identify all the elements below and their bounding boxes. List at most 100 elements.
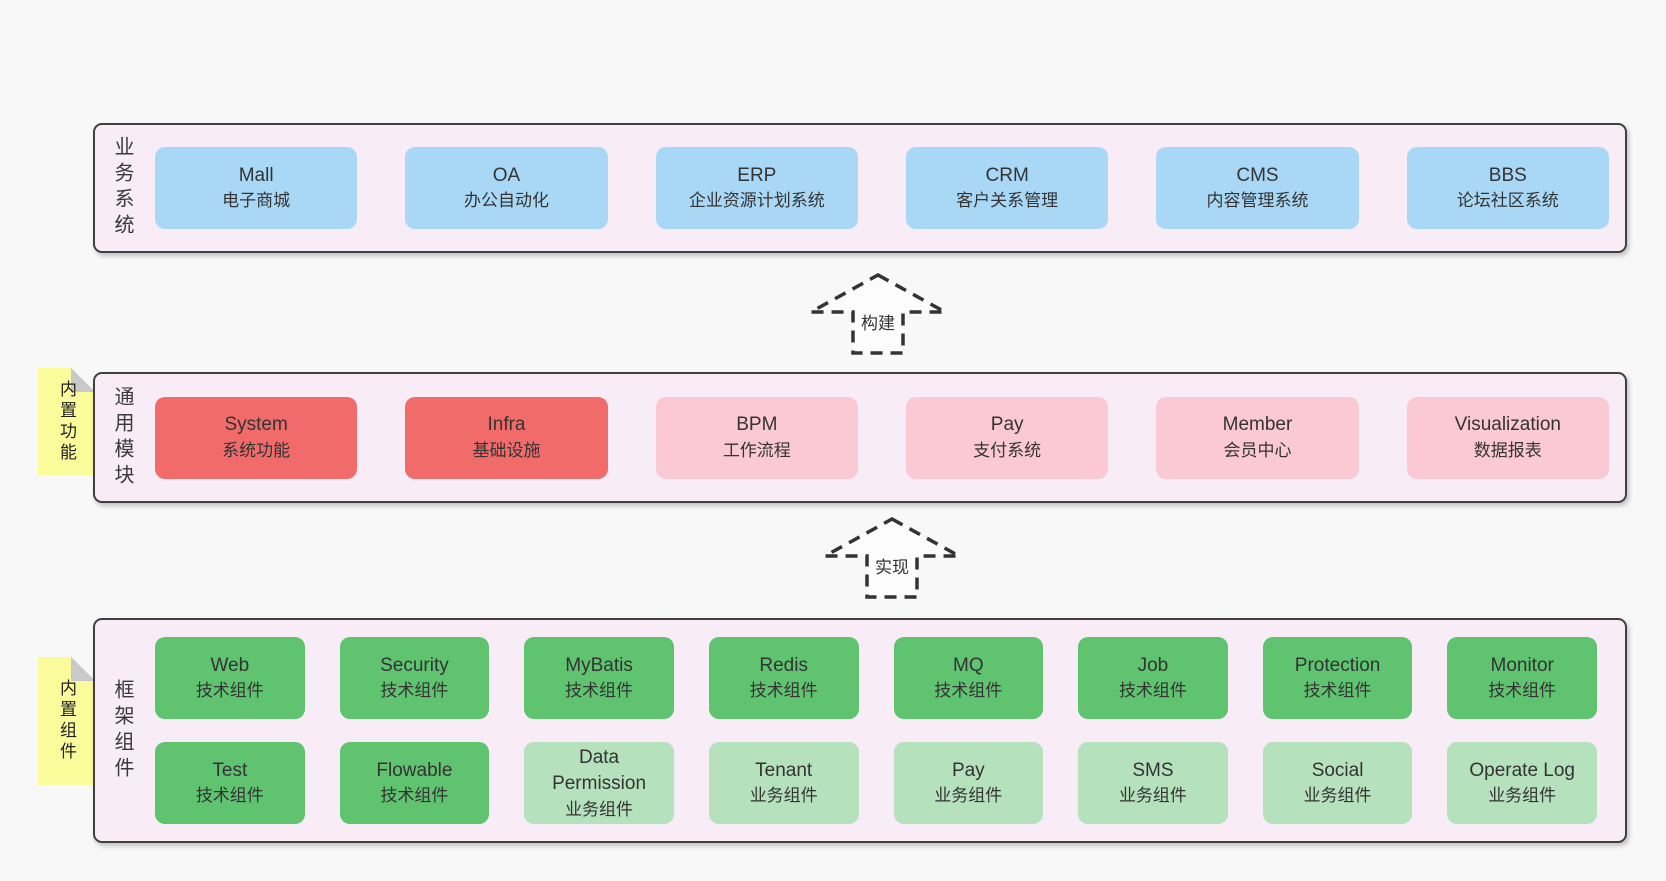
box-data-permission: Data Permission 业务组件	[524, 742, 674, 824]
box-title: Pay	[990, 414, 1024, 436]
box-web: Web 技术组件	[155, 637, 305, 719]
layer-panel-business-systems: 业务系统 Mall 电子商城 OA 办公自动化 ERP 企业资源计划系统 CRM…	[93, 123, 1627, 253]
box-test: Test 技术组件	[155, 742, 305, 824]
box-pay-component: Pay 业务组件	[893, 742, 1044, 824]
box-subtitle: 业务组件	[1303, 786, 1372, 806]
box-title: Monitor	[1490, 654, 1554, 676]
box-mall: Mall 电子商城	[155, 147, 358, 229]
box-subtitle: 企业资源计划系统	[688, 191, 825, 211]
box-title: Operate Log	[1469, 759, 1575, 781]
box-subtitle: 系统功能	[222, 440, 291, 460]
layer-label: 通用模块	[111, 385, 133, 490]
box-pay-system: Pay 支付系统	[905, 396, 1109, 479]
box-subtitle: 技术组件	[749, 681, 818, 701]
box-title: Infra	[487, 414, 526, 436]
box-security: Security 技术组件	[339, 637, 490, 719]
box-title: Redis	[759, 654, 808, 676]
box-subtitle: 业务组件	[1118, 786, 1187, 806]
box-title: Visualization	[1454, 414, 1561, 436]
box-subtitle: 客户关系管理	[956, 191, 1059, 211]
box-cms: CMS 内容管理系统	[1156, 147, 1359, 229]
box-subtitle: 业务组件	[749, 786, 818, 806]
box-title: Protection	[1294, 654, 1381, 676]
box-subtitle: 工作流程	[722, 440, 791, 460]
box-subtitle: 技术组件	[195, 786, 264, 806]
box-bbs: BBS 论坛社区系统	[1406, 147, 1609, 229]
box-erp: ERP 企业资源计划系统	[655, 147, 858, 229]
arrow-build: 构建	[808, 272, 948, 356]
box-subtitle: 技术组件	[934, 681, 1003, 701]
box-title: Member	[1222, 414, 1293, 436]
box-subtitle: 数据报表	[1473, 440, 1542, 460]
box-subtitle: 技术组件	[1118, 681, 1187, 701]
box-title: Flowable	[376, 759, 453, 781]
layer-label: 业务系统	[111, 136, 133, 240]
arrow-label: 构建	[858, 308, 898, 335]
box-title: Data Permission	[552, 746, 647, 795]
box-subtitle: 基础设施	[472, 440, 541, 460]
box-system: System 系统功能	[155, 396, 358, 479]
box-row: Web 技术组件 Security 技术组件 MyBatis 技术组件 Redi…	[155, 637, 1597, 719]
box-subtitle: 技术组件	[380, 786, 449, 806]
box-subtitle: 技术组件	[380, 681, 449, 701]
box-oa: OA 办公自动化	[405, 147, 608, 229]
arrow-label: 实现	[872, 552, 912, 579]
box-title: MyBatis	[565, 654, 633, 676]
box-row: System 系统功能 Infra 基础设施 BPM 工作流程 Pay 支付系统…	[155, 396, 1609, 479]
box-title: Test	[212, 759, 248, 781]
box-subtitle: 技术组件	[195, 681, 264, 701]
box-title: Mall	[238, 164, 274, 186]
box-mq: MQ 技术组件	[893, 637, 1044, 719]
box-subtitle: 论坛社区系统	[1456, 191, 1559, 211]
sticky-label: 内置功能	[57, 379, 76, 464]
box-title: System	[224, 414, 288, 436]
box-social: Social 业务组件	[1262, 742, 1413, 824]
box-subtitle: 电子商城	[222, 191, 291, 211]
box-redis: Redis 技术组件	[708, 637, 859, 719]
box-subtitle: 技术组件	[1303, 681, 1372, 701]
box-title: BPM	[736, 414, 778, 436]
box-tenant: Tenant 业务组件	[708, 742, 859, 824]
box-sms: SMS 业务组件	[1078, 742, 1228, 824]
layer-label: 框架组件	[111, 678, 133, 783]
box-operate-log: Operate Log 业务组件	[1447, 742, 1597, 824]
box-bpm: BPM 工作流程	[655, 396, 858, 479]
layer-panel-framework-components: 框架组件 Web 技术组件 Security 技术组件 MyBatis 技术组件…	[93, 618, 1627, 843]
box-job: Job 技术组件	[1078, 637, 1228, 719]
box-mybatis: MyBatis 技术组件	[524, 637, 674, 719]
box-subtitle: 内容管理系统	[1206, 191, 1309, 211]
box-title: Web	[210, 654, 250, 676]
box-subtitle: 业务组件	[565, 799, 634, 819]
box-title: OA	[492, 164, 521, 186]
box-title: ERP	[737, 164, 777, 186]
box-crm: CRM 客户关系管理	[905, 147, 1109, 229]
box-title: Tenant	[755, 759, 813, 781]
box-title: CRM	[985, 164, 1029, 186]
box-row: Test 技术组件 Flowable 技术组件 Data Permission …	[155, 742, 1597, 824]
box-title: SMS	[1132, 759, 1174, 781]
box-member: Member 会员中心	[1156, 396, 1359, 479]
box-title: Pay	[951, 759, 985, 781]
box-subtitle: 支付系统	[973, 440, 1042, 460]
fold-corner-icon	[71, 657, 95, 681]
box-infra: Infra 基础设施	[405, 396, 608, 479]
box-monitor: Monitor 技术组件	[1447, 637, 1597, 719]
box-title: Social	[1311, 759, 1364, 781]
box-protection: Protection 技术组件	[1262, 637, 1413, 719]
box-title: CMS	[1236, 164, 1279, 186]
fold-corner-icon	[71, 368, 95, 392]
box-visualization: Visualization 数据报表	[1406, 396, 1609, 479]
box-title: Security	[380, 654, 449, 676]
box-row: Mall 电子商城 OA 办公自动化 ERP 企业资源计划系统 CRM 客户关系…	[155, 147, 1609, 229]
box-subtitle: 技术组件	[1488, 681, 1557, 701]
box-flowable: Flowable 技术组件	[339, 742, 490, 824]
box-subtitle: 业务组件	[934, 786, 1003, 806]
box-subtitle: 业务组件	[1488, 786, 1557, 806]
sticky-note-builtin-components: 内置组件	[38, 657, 95, 785]
box-subtitle: 技术组件	[565, 681, 634, 701]
box-subtitle: 办公自动化	[463, 191, 549, 211]
sticky-note-builtin-features: 内置功能	[38, 368, 95, 475]
box-title: Job	[1137, 654, 1169, 676]
box-subtitle: 会员中心	[1223, 440, 1292, 460]
